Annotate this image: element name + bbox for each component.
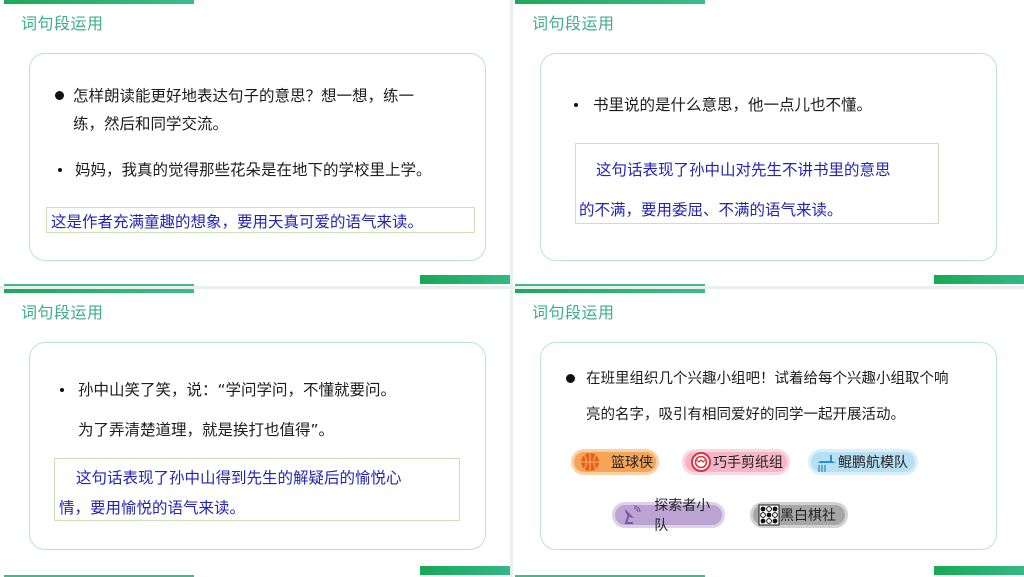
group-badge-satellite: 探索者小队	[612, 498, 725, 534]
bullet-icon	[574, 103, 578, 107]
group-badge-paper-cut: 巧手剪纸组	[682, 449, 790, 475]
top-accent-bar	[515, 0, 705, 4]
slide-2: 词句段运用 书里说的是什么意思，他一点儿也不懂。 这句话表现了孙中山对先生不讲书…	[513, 0, 1024, 286]
group-badge-airplane: 鲲鹏航模队	[808, 449, 918, 475]
answer-text: 这句话表现了孙中山对先生不讲书里的意思	[596, 161, 891, 179]
bullet-icon	[58, 168, 62, 172]
top-accent-bar	[515, 289, 705, 293]
bottom-accent-line	[515, 284, 705, 286]
content-card: 怎样朗读能更好地表达句子的意思？想一想，练一 练，然后和同学交流。 妈妈，我真的…	[29, 53, 486, 261]
group-badge-basketball: 篮球侠	[571, 449, 659, 475]
top-accent-bar	[4, 0, 194, 4]
group-label: 巧手剪纸组	[713, 455, 783, 471]
group-badge-go: 黑白棋社	[750, 502, 848, 528]
answer-box: 这是作者充满童趣的想象，要用天真可爱的语气来读。	[46, 207, 475, 233]
question-text-cont: 亮的名字，吸引有相同爱好的同学一起开展活动。	[586, 407, 905, 423]
top-accent-bar	[4, 289, 194, 293]
bullet-icon	[60, 388, 64, 392]
question-text: 怎样朗读能更好地表达句子的意思？想一想，练一	[73, 87, 415, 105]
question-text: 在班里组织几个兴趣小组吧！试着给每个兴趣小组取个响	[586, 371, 949, 387]
group-label: 鲲鹏航模队	[838, 455, 908, 471]
bottom-accent-line	[4, 284, 194, 286]
example-sentence: 书里说的是什么意思，他一点儿也不懂。	[593, 96, 873, 114]
group-label: 探索者小队	[654, 498, 711, 534]
answer-box: 这句话表现了孙中山得到先生的解疑后的愉悦心 情，要用愉悦的语气来读。	[54, 458, 460, 521]
bullet-icon	[55, 91, 64, 100]
content-card: 孙中山笑了笑，说：“学问学问，不懂就要问。 为了弄清楚道理，就是挨打也值得”。 …	[29, 342, 486, 550]
bottom-accent-line	[515, 575, 705, 577]
question-text-cont: 练，然后和同学交流。	[73, 115, 229, 133]
bottom-accent-block	[420, 275, 510, 284]
paper-cut-icon	[690, 451, 712, 473]
slide-title: 词句段运用	[532, 303, 615, 322]
answer-text-cont: 的不满，要用委屈、不满的语气来读。	[579, 201, 843, 219]
group-label: 篮球侠	[611, 455, 653, 471]
example-sentence-cont: 为了弄清楚道理，就是挨打也值得”。	[78, 421, 335, 439]
answer-text-cont: 情，要用愉悦的语气来读。	[59, 499, 246, 517]
slide-title: 词句段运用	[21, 14, 104, 33]
go-board-icon	[758, 504, 780, 526]
example-sentence: 孙中山笑了笑，说：“学问学问，不懂就要问。	[78, 381, 397, 399]
bottom-accent-block	[420, 566, 510, 575]
content-card: 在班里组织几个兴趣小组吧！试着给每个兴趣小组取个响 亮的名字，吸引有相同爱好的同…	[540, 342, 997, 550]
bottom-accent-block	[934, 566, 1024, 575]
answer-text: 这句话表现了孙中山得到先生的解疑后的愉悦心	[76, 469, 402, 487]
slide-4: 词句段运用 在班里组织几个兴趣小组吧！试着给每个兴趣小组取个响 亮的名字，吸引有…	[513, 289, 1024, 577]
bottom-accent-line	[4, 575, 194, 577]
basketball-icon	[579, 451, 601, 473]
slide-title: 词句段运用	[21, 303, 104, 322]
slide-1: 词句段运用 怎样朗读能更好地表达句子的意思？想一想，练一 练，然后和同学交流。 …	[0, 0, 510, 286]
airplane-icon	[816, 451, 838, 473]
slide-title: 词句段运用	[532, 14, 615, 33]
answer-text: 这是作者充满童趣的想象，要用天真可爱的语气来读。	[51, 213, 424, 231]
slide-3: 词句段运用 孙中山笑了笑，说：“学问学问，不懂就要问。 为了弄清楚道理，就是挨打…	[0, 289, 510, 577]
answer-box: 这句话表现了孙中山对先生不讲书里的意思 的不满，要用委屈、不满的语气来读。	[575, 143, 939, 224]
satellite-dish-icon	[620, 504, 641, 526]
bullet-icon	[566, 374, 575, 383]
group-label: 黑白棋社	[780, 508, 836, 524]
content-card: 书里说的是什么意思，他一点儿也不懂。 这句话表现了孙中山对先生不讲书里的意思 的…	[540, 53, 997, 261]
example-sentence: 妈妈，我真的觉得那些花朵是在地下的学校里上学。	[75, 161, 432, 179]
bottom-accent-block	[934, 275, 1024, 284]
